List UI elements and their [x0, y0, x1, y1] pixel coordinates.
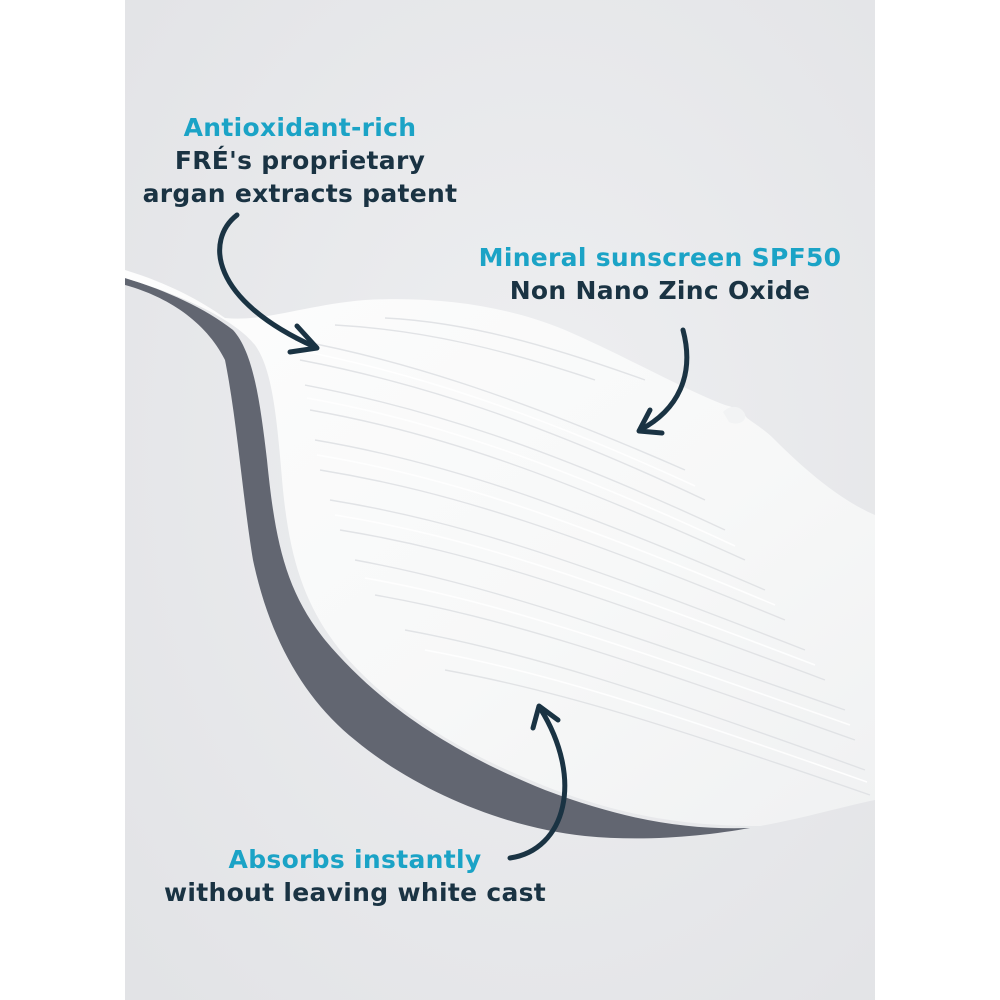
cream-swatch-illustration — [125, 0, 875, 1000]
callout-line: argan extracts patent — [142, 179, 458, 208]
callout-absorbs: Absorbs instantly without leaving white … — [140, 843, 570, 909]
callout-headline: Absorbs instantly — [228, 845, 482, 874]
cream-texture — [294, 317, 871, 796]
callout-headline: Mineral sunscreen SPF50 — [478, 243, 842, 272]
curved-arrow-icon — [507, 703, 568, 861]
callout-mineral-sunscreen: Mineral sunscreen SPF50 Non Nano Zinc Ox… — [460, 241, 860, 307]
curved-arrow-icon — [636, 327, 690, 436]
callout-line: without leaving white cast — [163, 878, 547, 907]
callout-headline: Antioxidant-rich — [183, 113, 417, 142]
callout-line: FRÉ's proprietary — [174, 146, 426, 175]
curved-arrow-icon — [217, 212, 320, 355]
cream-body — [125, 270, 875, 826]
callout-line: Non Nano Zinc Oxide — [509, 276, 811, 305]
callout-antioxidant: Antioxidant-rich FRÉ's proprietary argan… — [130, 111, 470, 210]
cream-swatch-photo — [125, 0, 875, 1000]
cream-drip — [723, 406, 746, 424]
